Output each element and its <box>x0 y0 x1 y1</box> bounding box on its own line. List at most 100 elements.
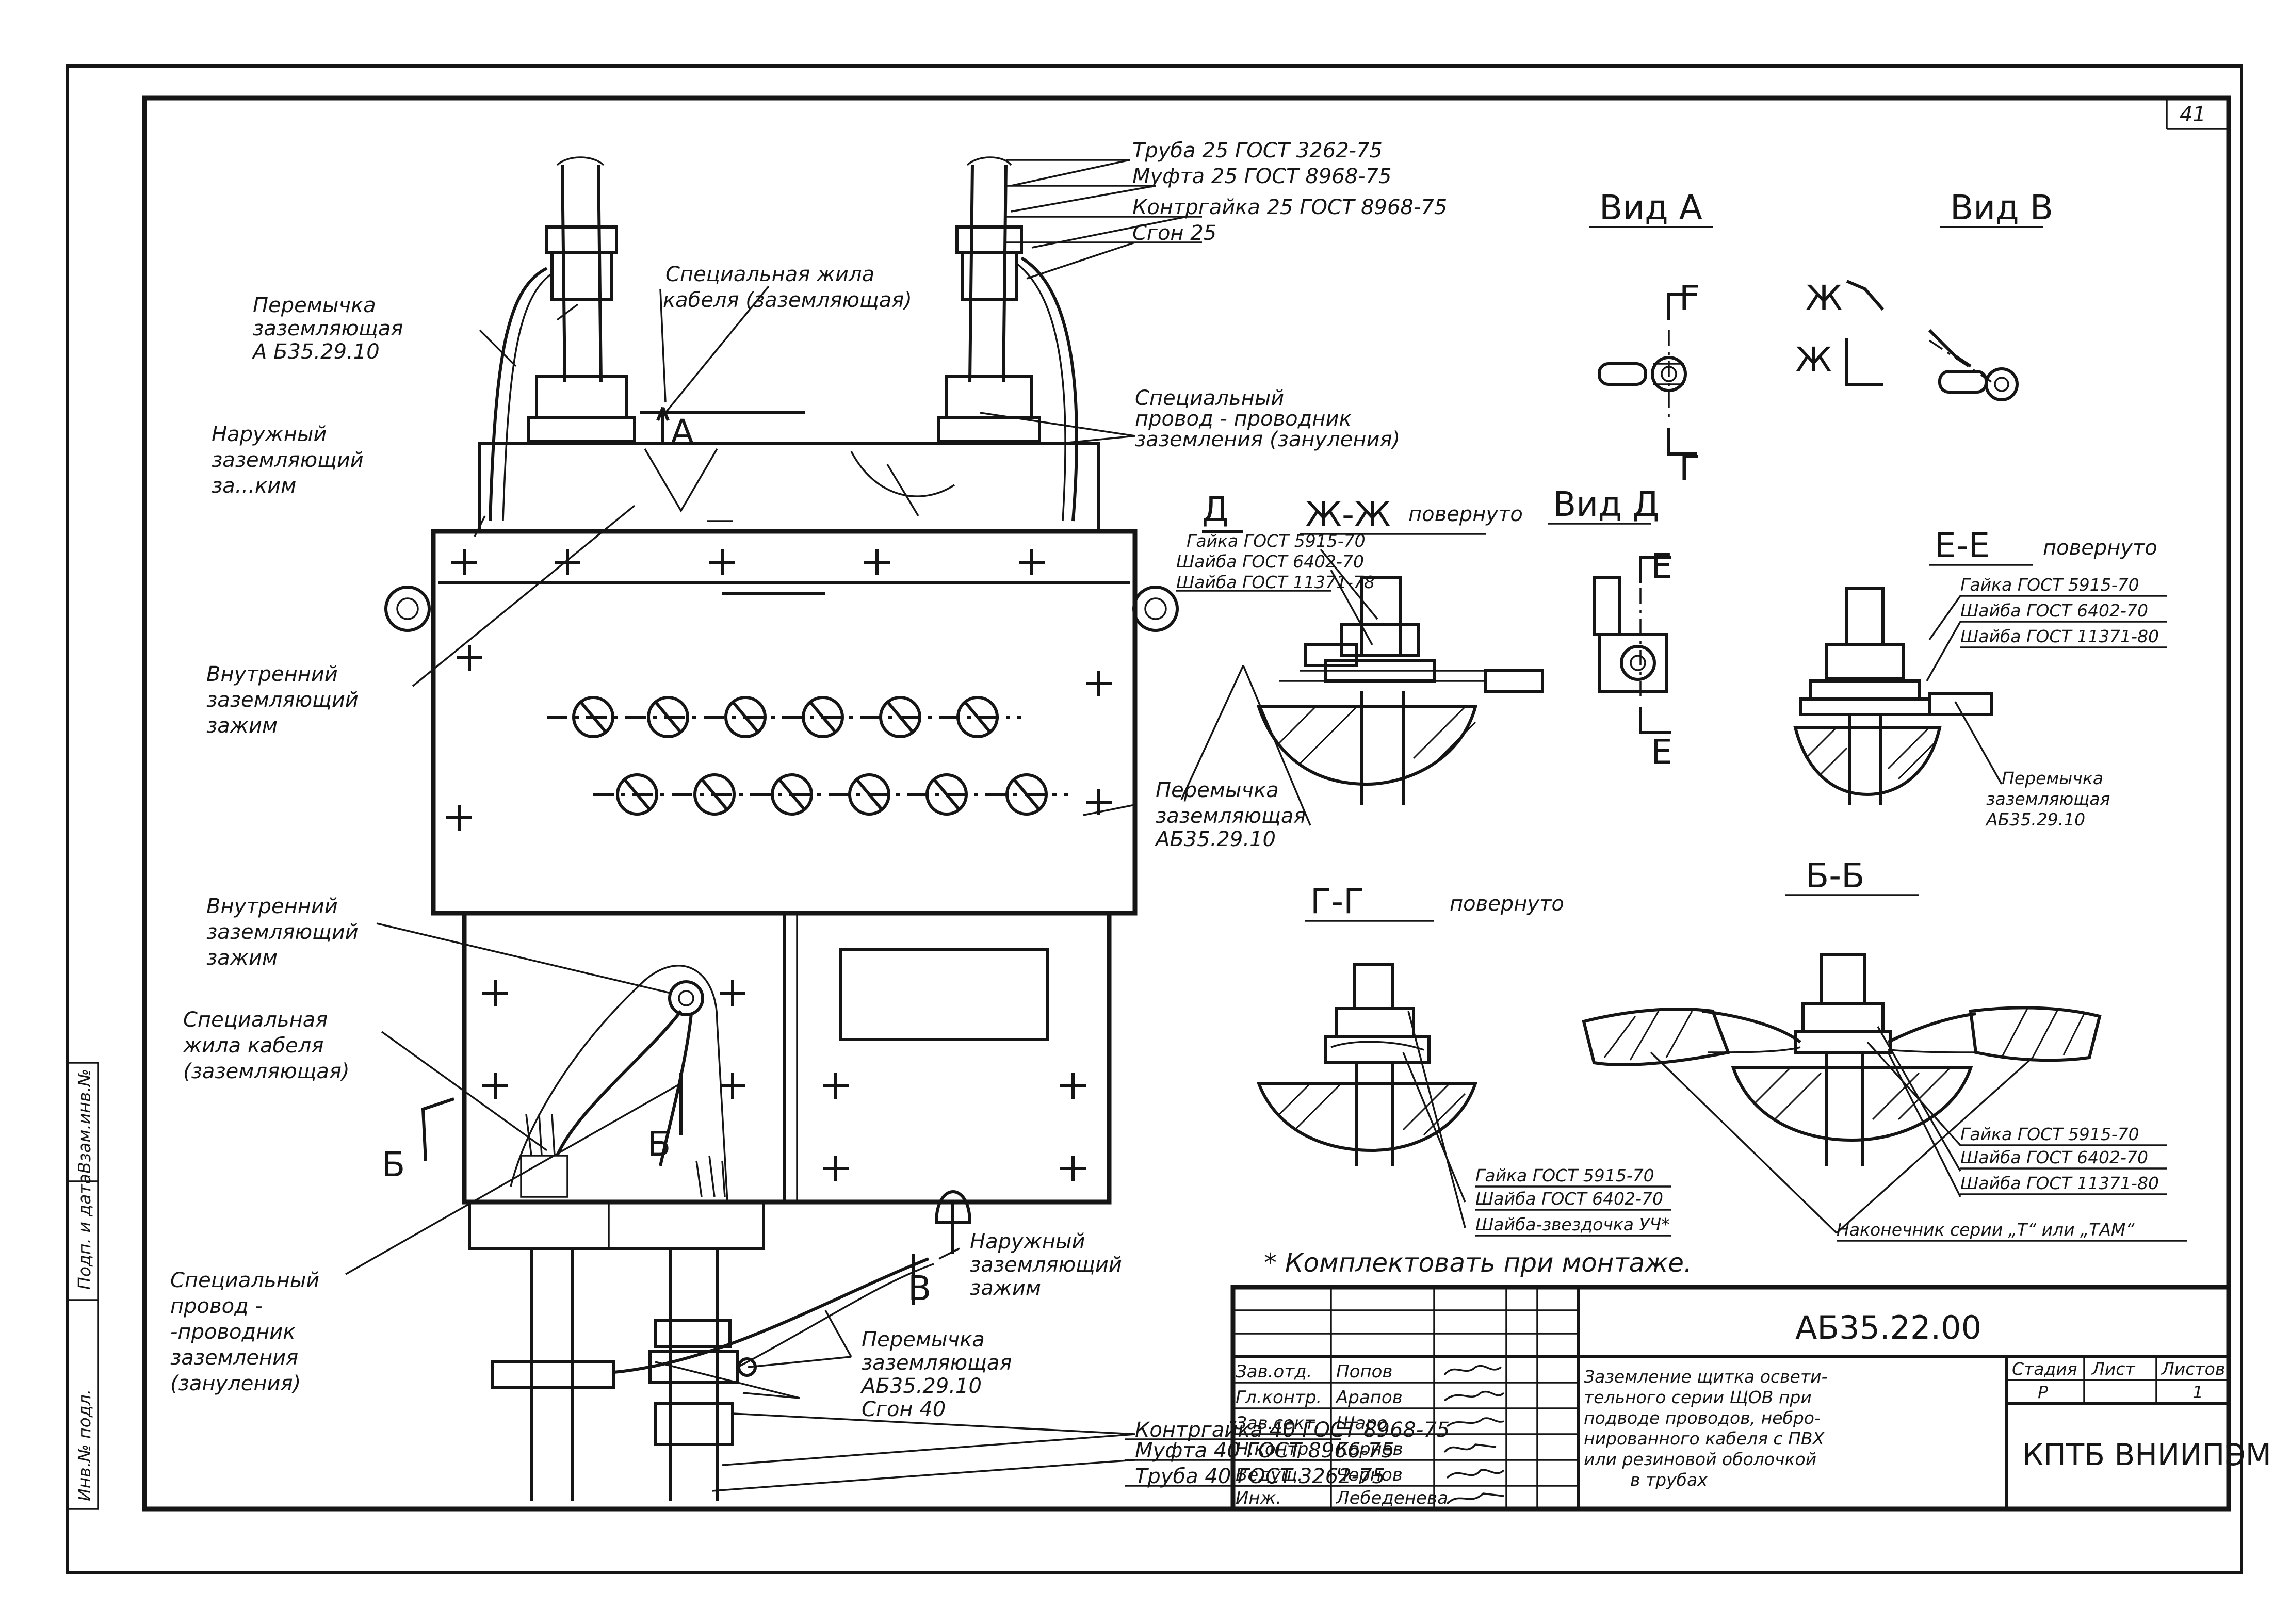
ee-nut: Гайка ГОСТ 5915-70 <box>1960 575 2139 595</box>
description-6: в трубах <box>1630 1470 1708 1490</box>
organization: КПТБ ВНИИПЭМ <box>2022 1437 2271 1472</box>
ee-title: Е-Е <box>1935 526 1990 565</box>
jumper-mid-1: Перемычка <box>1156 778 1279 802</box>
view-a-g-top: Г <box>1679 278 1700 318</box>
jumper-ee-3: АБ35.29.10 <box>1985 809 2085 830</box>
outer-clamp-low-1: Наружный <box>970 1230 1085 1254</box>
sheets-value: 1 <box>2192 1382 2203 1402</box>
view-d-e-bot: Е <box>1651 732 1672 772</box>
callout-locknut-40: Контргайка 40 ГОСТ 8968-75 <box>1135 1418 1450 1442</box>
name-1: Попов <box>1336 1361 1392 1382</box>
section-e-e: Е-Е повернуто Гайка ГОСТ 5915-70 Шайба Г… <box>1793 526 2167 830</box>
doc-code: АБ35.22.00 <box>1795 1309 1981 1346</box>
bb-lug: Наконечник серии „Т“ или „ТАМ“ <box>1837 1220 2135 1240</box>
special-wire-top-3: заземления (зануления) <box>1135 428 1400 451</box>
special-wire-low-2: провод - <box>170 1294 263 1318</box>
gg-title: Г-Г <box>1310 882 1364 921</box>
view-d-e-top: Е <box>1651 546 1672 586</box>
sheet-header: Лист <box>2091 1359 2136 1379</box>
outer-clamp-top-3: за...ким <box>212 474 296 498</box>
bb-nut: Гайка ГОСТ 5915-70 <box>1960 1124 2139 1144</box>
callout-sgon-25: Сгон 25 <box>1132 221 1216 245</box>
outer-clamp-low-2: заземляющий <box>970 1253 1122 1277</box>
special-wire-low-4: заземления <box>170 1346 298 1370</box>
callout-coupling-40: Муфта 40 ГОСТ 8966-75 <box>1135 1439 1394 1463</box>
special-wire-low-1: Специальный <box>170 1269 319 1292</box>
top-callouts: Труба 25 ГОСТ 3262-75 Муфта 25 ГОСТ 8968… <box>1132 139 1447 245</box>
role-4: Н.контр. <box>1236 1439 1314 1459</box>
callout-pipe-40: Труба 40 ГОСТ 3262-75 <box>1135 1465 1385 1488</box>
ee-washer1: Шайба ГОСТ 6402-70 <box>1960 600 2148 621</box>
gg-nut: Гайка ГОСТ 5915-70 <box>1475 1165 1654 1185</box>
bb-washer1: Шайба ГОСТ 6402-70 <box>1960 1147 2148 1167</box>
jumper-low-1: Перемычка <box>862 1328 985 1352</box>
footnote: * Комплектовать при монтаже. <box>1264 1248 1692 1278</box>
stamp-sign-date: Подп. и дата <box>74 1174 94 1290</box>
view-d: Вид Д Е Е <box>1548 484 1672 772</box>
name-4: Корнев <box>1336 1439 1403 1459</box>
zhzh-title: Ж-Ж <box>1305 495 1391 534</box>
page-number: 41 <box>2180 103 2206 126</box>
zhzh-nut: Гайка ГОСТ 5915-70 <box>1187 531 1366 551</box>
description-4: нированного кабеля с ПВХ <box>1584 1428 1825 1449</box>
role-2: Гл.контр. <box>1236 1387 1322 1408</box>
gg-washer: Шайба ГОСТ 6402-70 <box>1475 1189 1663 1209</box>
gg-star-washer: Шайба-звездочка УЧ* <box>1475 1214 1670 1235</box>
view-v-zh-left: Ж <box>1795 340 1832 380</box>
shield-lower-box: Б Б В <box>382 913 1112 1501</box>
name-2: Арапов <box>1335 1387 1403 1408</box>
marker-a: А <box>671 412 694 452</box>
inner-clamp-top-1: Внутренний <box>206 662 338 686</box>
description-5: или резиновой оболочкой <box>1584 1449 1816 1469</box>
description-2: тельного серии ЩОВ при <box>1584 1387 1812 1407</box>
view-a-g-bot: Г <box>1679 448 1700 488</box>
view-d-title: Вид Д <box>1553 484 1659 524</box>
callout-locknut-25: Контргайка 25 ГОСТ 8968-75 <box>1132 196 1447 219</box>
description-1: Заземление щитка освети- <box>1584 1367 1827 1387</box>
jumper-mid-3: АБ35.29.10 <box>1154 827 1276 851</box>
ee-rotated: повернуто <box>2043 536 2157 560</box>
view-a: Вид А Г Г <box>1589 188 1713 488</box>
bb-title: Б-Б <box>1806 856 1864 896</box>
marker-v: В <box>908 1269 931 1308</box>
jumper-mid-2: заземляющая <box>1156 804 1306 828</box>
special-core-top-1: Специальная жила <box>665 263 874 286</box>
zhzh-rotated: повернуто <box>1408 502 1523 526</box>
bottom-callouts: Контргайка 40 ГОСТ 8968-75 Муфта 40 ГОСТ… <box>1135 1418 1450 1488</box>
inner-clamp-top-2: заземляющий <box>206 688 359 712</box>
view-v: Вид В Ж Ж <box>1795 188 2053 401</box>
jumper-top-2: заземляющая <box>253 317 403 340</box>
zhzh-washer1: Шайба ГОСТ 6402-70 <box>1176 551 1364 572</box>
jumper-ee-1: Перемычка <box>2002 768 2103 788</box>
special-core-low-2: жила кабеля <box>183 1034 323 1058</box>
view-v-title: Вид В <box>1950 188 2053 228</box>
sheets-header: Листов <box>2161 1359 2225 1379</box>
jumper-ee-2: заземляющая <box>1986 789 2110 809</box>
jumper-top-3: А Б35.29.10 <box>251 340 380 364</box>
jumper-top-1: Перемычка <box>253 294 376 317</box>
section-g-g: Г-Г повернуто Гайка ГОСТ 5915-70 Шайба Г… <box>1256 882 1671 1237</box>
special-wire-low-5: (зануления) <box>170 1372 301 1395</box>
inner-clamp-low-2: заземляющий <box>206 920 359 944</box>
name-5: Чернов <box>1336 1465 1403 1485</box>
jumper-low-3: АБ35.29.10 <box>860 1374 982 1398</box>
callout-pipe-25: Труба 25 ГОСТ 3262-75 <box>1132 139 1383 163</box>
section-zh-zh: Ж-Ж повернуто Д Гайка ГОСТ 5915-70 Шайба… <box>1176 490 1544 805</box>
role-3: Зав.сект. <box>1236 1413 1320 1434</box>
gg-rotated: повернуто <box>1450 892 1564 916</box>
special-core-low-3: (заземляющая) <box>183 1060 350 1083</box>
special-wire-low-3: -проводник <box>170 1320 295 1344</box>
outer-clamp-top-1: Наружный <box>212 423 327 446</box>
role-6: Инж. <box>1236 1488 1281 1508</box>
callout-coupling-25: Муфта 25 ГОСТ 8968-75 <box>1132 165 1392 188</box>
marker-d: Д <box>1202 490 1229 529</box>
marker-b-mid: Б <box>647 1124 671 1164</box>
ee-washer2: Шайба ГОСТ 11371-80 <box>1960 626 2159 646</box>
section-b-b: Б-Б Гайка ГОСТ 5915-70 Шайба ГОС <box>1582 856 2187 1242</box>
bb-washer2: Шайба ГОСТ 11371-80 <box>1960 1173 2159 1193</box>
left-labels: Перемычка заземляющая А Б35.29.10 Наружн… <box>170 263 1400 1421</box>
zhzh-washer2: Шайба ГОСТ 11371-78 <box>1176 572 1375 592</box>
marker-b-left: Б <box>382 1145 405 1184</box>
shield-upper-box: А <box>384 156 1179 916</box>
